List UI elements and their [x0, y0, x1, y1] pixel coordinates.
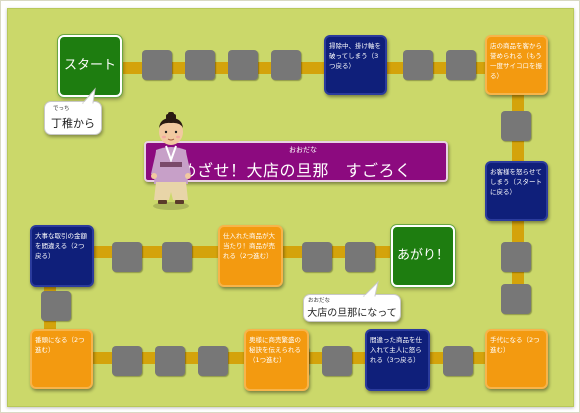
bubble-tail-icon [81, 87, 96, 105]
goal-square[interactable]: あがり！ [391, 225, 455, 287]
event-square-mid-1[interactable]: 仕入れた商品が大当たり！商品が売れる（2つ進む） [218, 225, 283, 287]
board-square[interactable] [271, 50, 301, 80]
start-speech-bubble: でっち 丁稚から [44, 87, 102, 135]
board-square[interactable] [112, 242, 142, 272]
board-square[interactable] [403, 50, 433, 80]
goal-speech-bubble: おおだな 大店の旦那になって [303, 280, 401, 322]
game-board: スタート 掃除中、掛け軸を破ってしまう（3つ戻る） 店の商品を客から誉められる（… [7, 8, 574, 407]
event-text: 番頭になる（2つ進む） [35, 336, 85, 354]
title-ruby: おおだな [289, 146, 317, 154]
event-square-right-1[interactable]: お客様を怒らせてしまう（スタートに戻る） [485, 161, 548, 221]
board-square[interactable] [501, 111, 531, 141]
start-square[interactable]: スタート [58, 35, 122, 97]
event-text: 仕入れた商品が大当たり！商品が売れる（2つ進む） [223, 232, 275, 260]
start-bubble-text: 丁稚から [51, 117, 95, 130]
event-square-bottom-4[interactable]: 手代になる（2つ進む） [485, 329, 548, 389]
goal-label: あがり！ [396, 248, 449, 263]
event-text: 店の商品を客から誉められる（もう一度サイコロを振る） [490, 42, 542, 80]
board-square[interactable] [501, 284, 531, 314]
board-square[interactable] [142, 50, 172, 80]
event-text: 間違った商品を仕入れて主人に怒られる（3つ戻る） [370, 336, 422, 364]
bubble-tail-icon [362, 280, 379, 298]
event-text: お客様を怒らせてしまう（スタートに戻る） [490, 168, 542, 196]
start-label: スタート [63, 58, 116, 73]
goal-bubble-text: 大店の旦那になって [307, 308, 397, 319]
board-square[interactable] [155, 346, 185, 376]
event-text: 大事な取引の金額を間違える（2つ戻る） [35, 232, 87, 260]
board-square[interactable] [198, 346, 228, 376]
event-square-bottom-3[interactable]: 間違った商品を仕入れて主人に怒られる（3つ戻る） [365, 329, 430, 391]
board-square[interactable] [322, 346, 352, 376]
event-square-bottom-1[interactable]: 番頭になる（2つ進む） [30, 329, 93, 389]
event-square-top-1[interactable]: 掃除中、掛け軸を破ってしまう（3つ戻る） [324, 35, 387, 95]
event-text: 手代になる（2つ進む） [490, 336, 540, 354]
event-text: 掃除中、掛け軸を破ってしまう（3つ戻る） [329, 42, 381, 70]
start-bubble-ruby: でっち [53, 106, 70, 112]
page-title: めざせ！大店の旦那 すごろく [180, 161, 412, 180]
board-square[interactable] [446, 50, 476, 80]
board-square[interactable] [112, 346, 142, 376]
goal-bubble-ruby: おおだな [308, 298, 331, 304]
board-square[interactable] [302, 242, 332, 272]
merchant-character-icon [151, 112, 191, 210]
board-square[interactable] [162, 242, 192, 272]
board-square[interactable] [228, 50, 258, 80]
board-square[interactable] [345, 242, 375, 272]
board-square[interactable] [185, 50, 215, 80]
event-square-top-2[interactable]: 店の商品を客から誉められる（もう一度サイコロを振る） [485, 35, 548, 95]
board-square[interactable] [443, 346, 473, 376]
title-banner: おおだな めざせ！大店の旦那 すごろく [144, 141, 448, 182]
event-square-bottom-2[interactable]: 奥様に商売繁盛の秘訣を伝えられる（1つ進む） [244, 329, 309, 391]
event-square-left-1[interactable]: 大事な取引の金額を間違える（2つ戻る） [30, 225, 94, 287]
board-square[interactable] [501, 242, 531, 272]
board-square[interactable] [41, 291, 71, 321]
event-text: 奥様に商売繁盛の秘訣を伝えられる（1つ進む） [249, 336, 301, 364]
